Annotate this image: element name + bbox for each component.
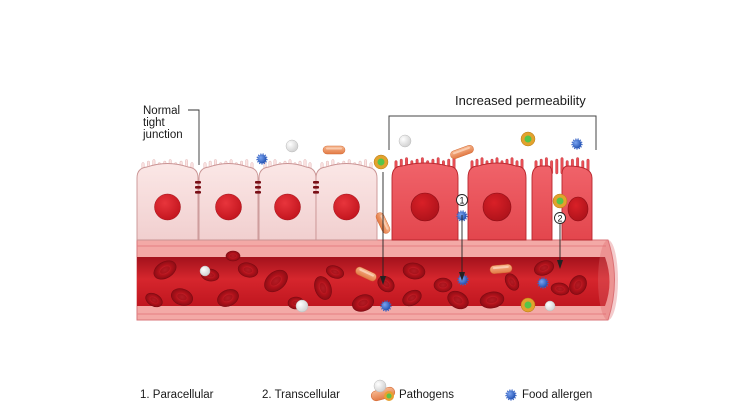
red-blood-cell: [402, 262, 426, 280]
legend-transcellular: 2. Transcellular: [262, 389, 340, 401]
red-blood-cell: [171, 288, 193, 306]
white-particle: [285, 139, 299, 153]
legend-symbols: [370, 379, 517, 402]
white-particle: [295, 299, 309, 313]
marker-1-circle: [456, 194, 468, 206]
legend-pathogens: Pathogens: [399, 389, 454, 401]
white-particle: [544, 300, 556, 312]
red-blood-cell: [314, 276, 332, 300]
white-particle: [199, 265, 211, 277]
healthy-cell: [198, 159, 259, 241]
white-particle: [398, 134, 412, 148]
food-allergen-particle: [571, 138, 583, 150]
food-allergen-particle: [457, 274, 469, 286]
red-blood-cell: [433, 277, 453, 293]
inflamed-cell: [467, 157, 527, 241]
marker-1-text: 1: [459, 196, 464, 206]
red-blood-cell: [325, 265, 345, 279]
yeast-pathogen: [520, 131, 536, 147]
red-blood-cell: [225, 250, 241, 262]
healthy-epithelium: [136, 159, 378, 241]
red-blood-cell: [352, 294, 374, 312]
healthy-cell: [258, 159, 317, 241]
healthy-cell: [136, 159, 199, 241]
inflamed-cell: [391, 157, 459, 241]
red-blood-cells: [145, 250, 587, 312]
arrow-head-3: [557, 260, 563, 269]
tight-junction-leader: [188, 109, 200, 165]
red-blood-cell: [569, 275, 587, 295]
red-blood-cell: [217, 289, 239, 307]
food-allergen-particle: [537, 277, 549, 289]
yeast-pathogen: [552, 193, 568, 209]
tight-junction: [313, 181, 319, 194]
bacterium-pathogen: [450, 145, 474, 159]
red-blood-cell: [504, 273, 520, 291]
red-blood-cell: [237, 262, 259, 278]
arrow-head-2: [459, 272, 465, 281]
red-blood-cell: [264, 269, 288, 293]
normal-label-line-1: Normal: [143, 105, 181, 117]
red-blood-cell: [153, 260, 177, 280]
inflamed-epithelium: [391, 157, 593, 241]
increased-permeability-label: Increased permeability: [455, 93, 586, 108]
bacterium-pathogen: [322, 145, 346, 155]
bacterium-pathogen: [489, 264, 513, 274]
legend-paracellular: 1. Paracellular: [140, 389, 214, 401]
bacterium-pathogen: [355, 266, 377, 282]
red-blood-cell: [447, 290, 469, 310]
food-allergen-particle: [256, 153, 268, 165]
arrow-head-1: [380, 276, 386, 285]
yeast-pathogen: [373, 154, 389, 170]
food-allergen-particle: [380, 300, 392, 312]
pathogens-legend-icon: [370, 379, 396, 402]
annotations: 1 2: [188, 109, 597, 285]
marker-2-circle: [554, 212, 566, 224]
food-allergen-legend-icon: [505, 389, 517, 401]
permeability-bracket: [388, 115, 597, 150]
healthy-cell: [315, 159, 378, 241]
yeast-pathogen: [520, 297, 536, 313]
normal-label-line-2: tight: [143, 117, 165, 129]
particles: [199, 131, 583, 313]
red-blood-cell: [402, 289, 422, 307]
red-blood-cell: [479, 291, 505, 309]
tight-junction: [195, 181, 201, 194]
tight-junction: [255, 181, 261, 194]
legend-food-allergen: Food allergen: [522, 389, 593, 401]
red-blood-cell: [145, 292, 163, 308]
marker-2-text: 2: [557, 214, 562, 224]
normal-label-line-3: junction: [143, 129, 183, 141]
red-blood-cell: [534, 260, 554, 276]
red-blood-cell: [550, 282, 570, 296]
